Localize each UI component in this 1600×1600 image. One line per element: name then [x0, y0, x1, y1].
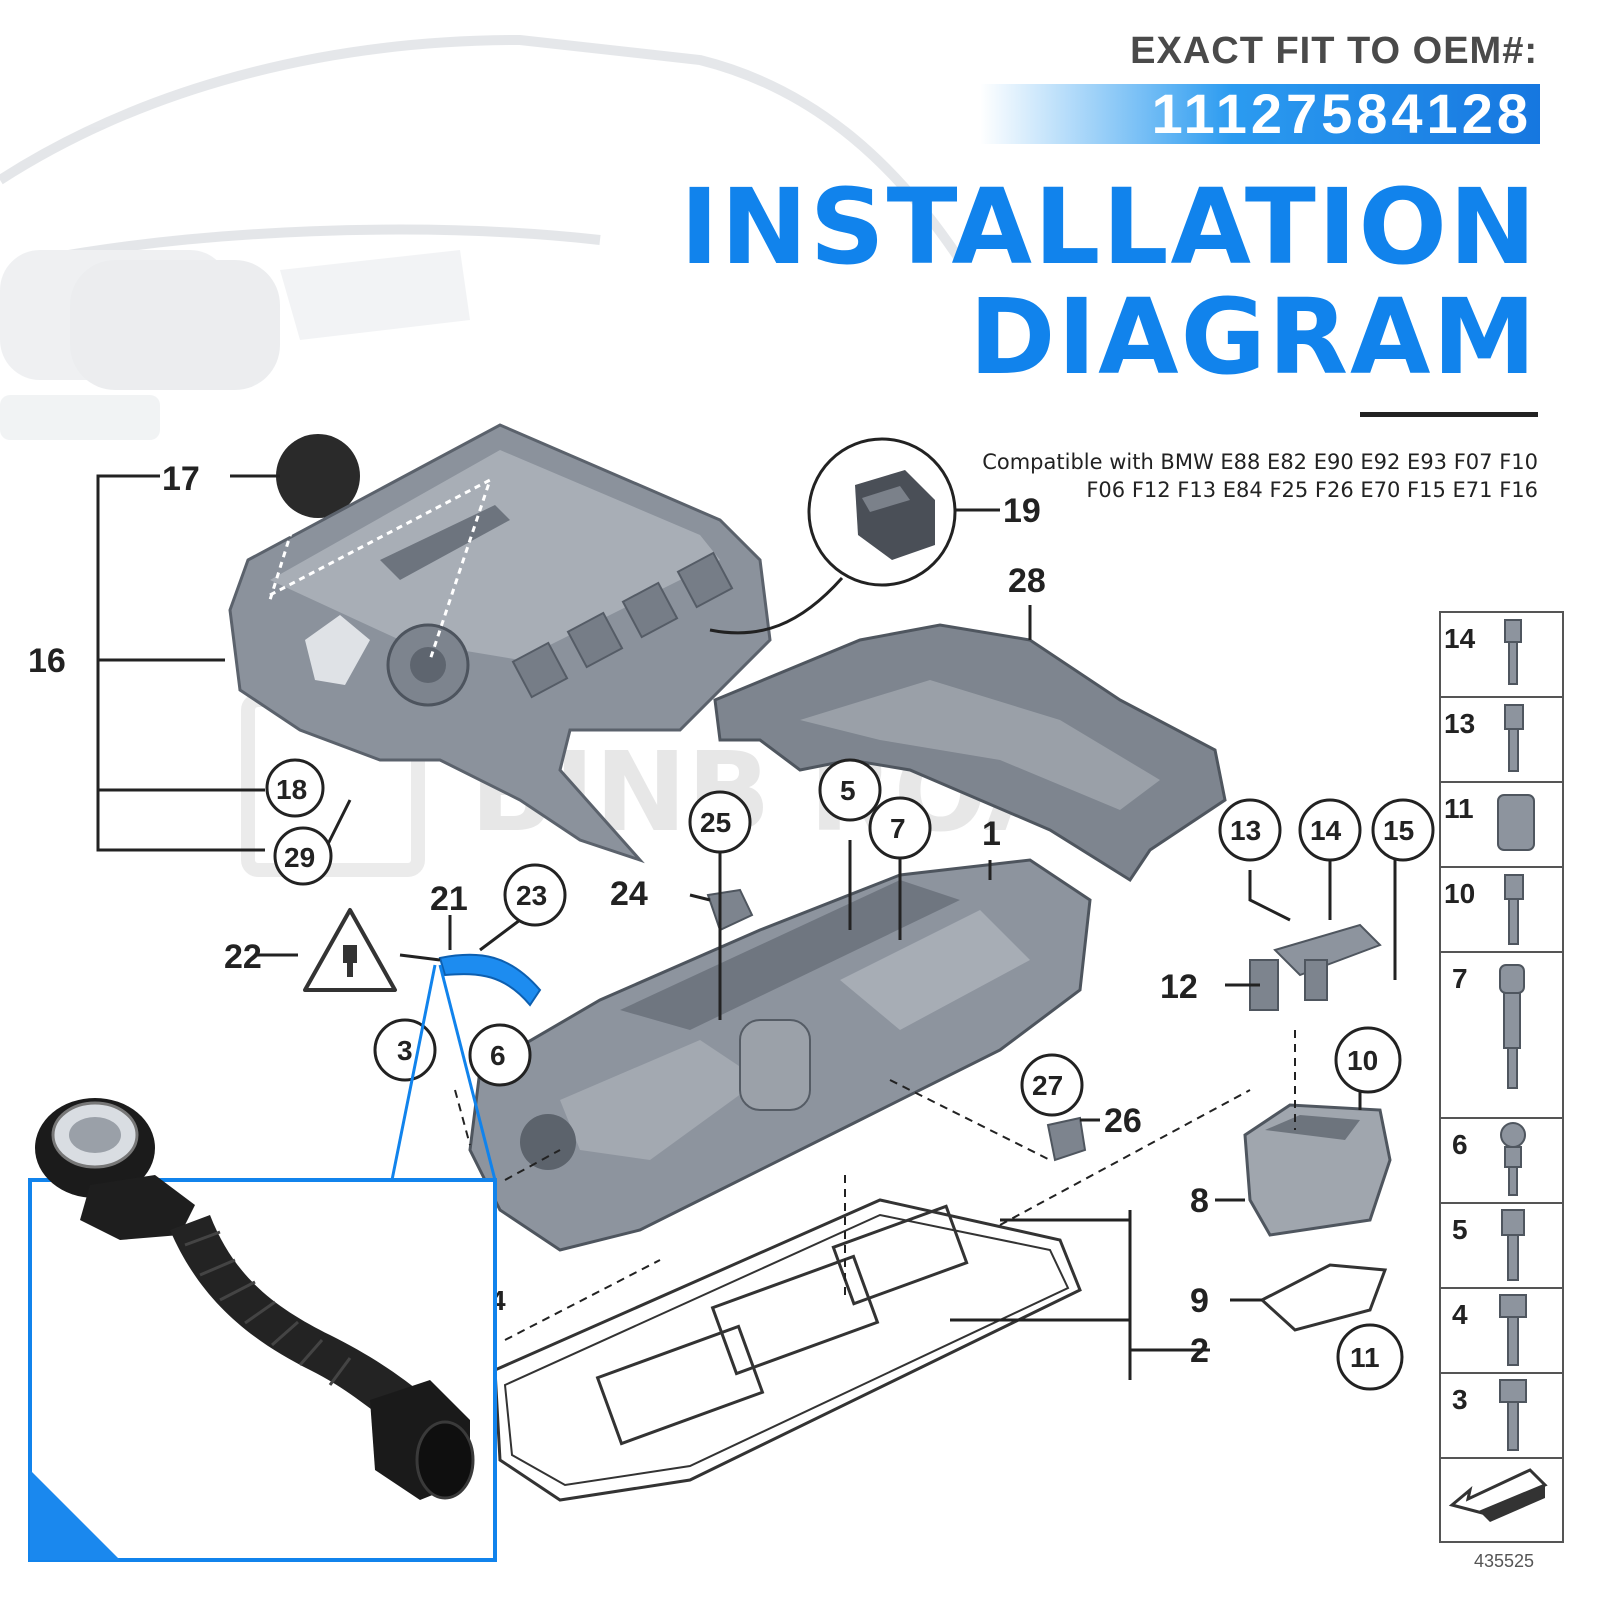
callout-25: 25 — [700, 807, 731, 838]
valve-cover — [468, 858, 1092, 1252]
title-diagram: DIAGRAM — [969, 276, 1538, 398]
direction-arrow-icon — [1448, 1468, 1548, 1522]
callout-2: 2 — [1190, 1332, 1209, 1370]
callout-16: 16 — [28, 642, 66, 680]
callout-24: 24 — [610, 875, 648, 913]
seal-24 — [706, 888, 754, 932]
cylinder-head-cover-28 — [713, 623, 1227, 883]
callout-14: 14 — [1310, 815, 1342, 846]
callout-9: 9 — [1190, 1282, 1209, 1320]
dashed-guides — [454, 1030, 1296, 1341]
callout-15: 15 — [1383, 815, 1414, 846]
title-divider — [1360, 412, 1538, 417]
diagram-reference-number: 435525 — [1474, 1551, 1534, 1571]
callout-3: 3 — [397, 1035, 413, 1066]
callout-27: 27 — [1032, 1070, 1063, 1101]
callout-8: 8 — [1190, 1182, 1209, 1220]
fastener-label-10: 10 — [1444, 878, 1475, 909]
callout-13: 13 — [1230, 815, 1261, 846]
callout-29: 29 — [284, 842, 315, 873]
compatibility-line-1: Compatible with BMW E88 E82 E90 E92 E93 … — [982, 450, 1538, 474]
fastener-table: 14 13 11 10 7 6 5 4 3 — [1439, 611, 1564, 1543]
breather-hose-product — [35, 1098, 475, 1500]
compatibility-line-2: F06 F12 F13 E84 F25 F26 E70 F15 E71 F16 — [1086, 478, 1538, 502]
engine-cover — [228, 423, 772, 864]
callout-18: 18 — [276, 774, 307, 805]
callout-5: 5 — [840, 775, 856, 806]
product-inset — [28, 964, 497, 1562]
fastener-label-6: 6 — [1452, 1129, 1468, 1160]
fastener-label-14: 14 — [1444, 623, 1476, 654]
callout-21: 21 — [430, 880, 468, 918]
fastener-label-13: 13 — [1444, 708, 1475, 739]
callout-10: 10 — [1347, 1045, 1378, 1076]
fastener-label-3: 3 — [1452, 1384, 1468, 1415]
bracket-assembly — [1249, 923, 1382, 1011]
callout-1: 1 — [982, 815, 1001, 853]
leader-lines — [96, 474, 1397, 1380]
fastener-label-7: 7 — [1452, 963, 1468, 994]
gasket-9 — [1259, 1263, 1388, 1332]
fastener-label-11: 11 — [1444, 793, 1474, 824]
car-background — [0, 34, 965, 440]
electrical-warning-icon — [303, 908, 397, 992]
oil-separator-8 — [1243, 1103, 1392, 1237]
callout-7: 7 — [890, 813, 906, 844]
callout-11: 11 — [1350, 1342, 1380, 1373]
callout-26: 26 — [1104, 1102, 1142, 1140]
callout-22: 22 — [224, 938, 262, 976]
fastener-label-4: 4 — [1452, 1299, 1468, 1330]
title-installation: INSTALLATION — [679, 166, 1538, 288]
callout-23: 23 — [516, 880, 547, 911]
callout-12: 12 — [1160, 968, 1198, 1006]
oil-cap-17 — [276, 434, 360, 518]
oem-number: 11127584128 — [1151, 82, 1532, 145]
plug-26 — [1046, 1116, 1087, 1162]
callout-19: 19 — [1003, 492, 1041, 530]
oem-number-bar — [980, 84, 1540, 144]
callout-17: 17 — [162, 460, 200, 498]
oem-label: EXACT FIT TO OEM#: — [1130, 30, 1538, 72]
callout-28: 28 — [1008, 562, 1046, 600]
clip-inset-19 — [709, 437, 957, 635]
breather-hose-highlight — [438, 953, 542, 1007]
fastener-label-5: 5 — [1452, 1214, 1468, 1245]
gasket-set — [493, 1198, 1082, 1502]
callout-6: 6 — [490, 1040, 506, 1071]
compatibility-text: Compatible with BMW E88 E82 E90 E92 E93 … — [898, 448, 1538, 504]
